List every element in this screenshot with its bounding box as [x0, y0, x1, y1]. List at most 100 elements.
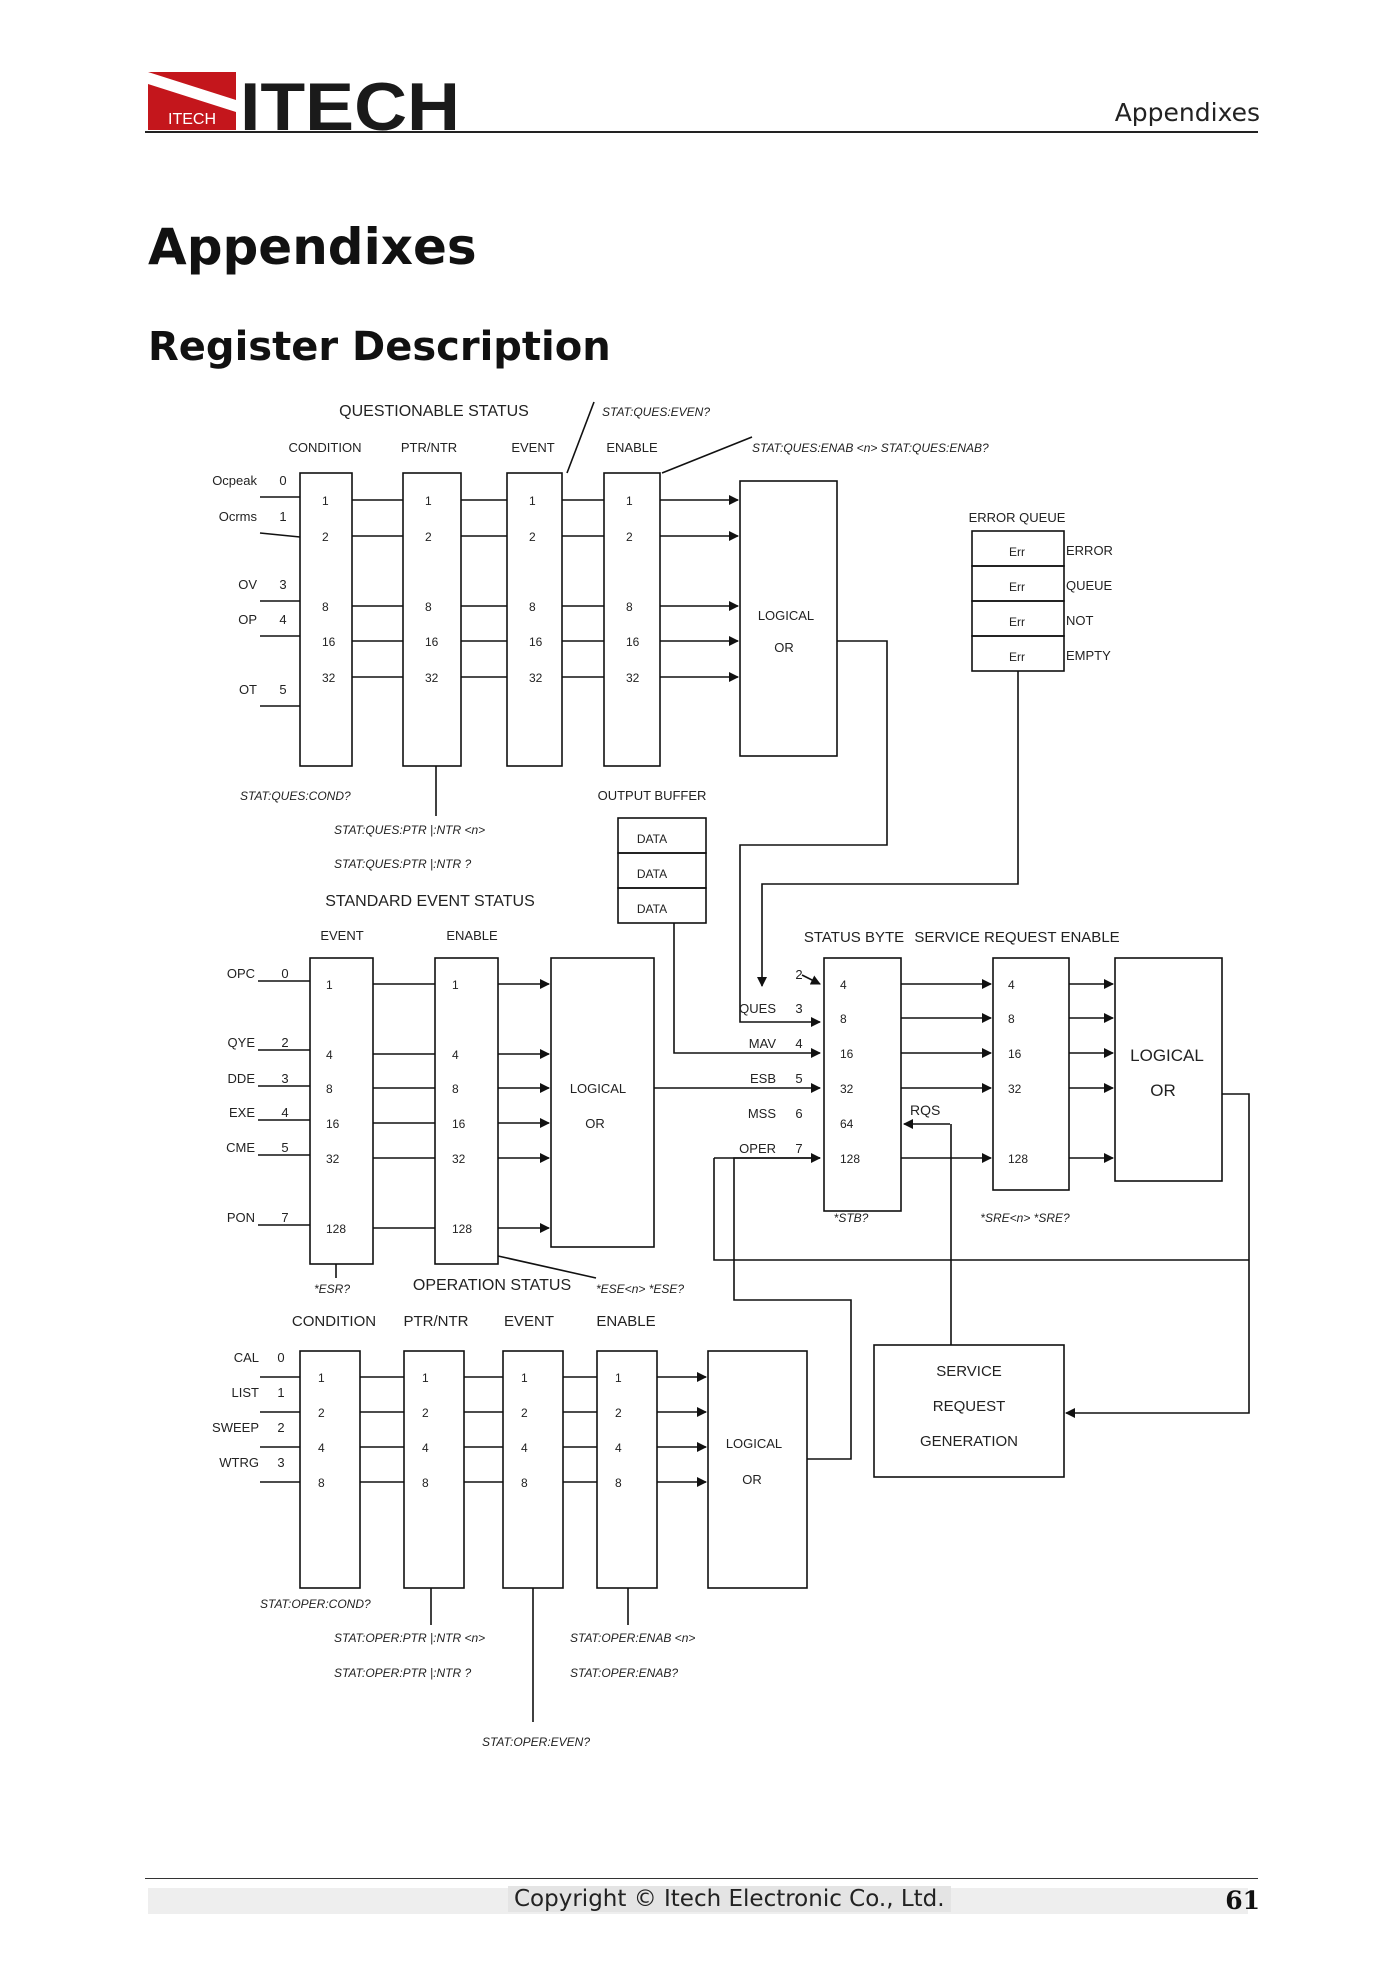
status-byte-title: STATUS BYTE	[804, 929, 904, 946]
ques-status-title: QUESTIONABLE STATUS	[339, 403, 529, 420]
error-queue-err: Err	[1009, 545, 1025, 559]
ques-bit-num: 0	[279, 473, 286, 488]
oper-bit-value: 8	[615, 1476, 622, 1490]
oper-register-event	[502, 1350, 564, 1589]
oper-col-ptrntr: PTR/NTR	[404, 1313, 469, 1330]
std-bit-num: 3	[281, 1071, 288, 1086]
oper-bit-value: 4	[318, 1441, 325, 1455]
logo-flag-cut	[148, 72, 236, 112]
sb-value: 64	[840, 1117, 854, 1131]
ques-even-leader	[566, 401, 595, 474]
oper-bit-value: 1	[521, 1371, 528, 1385]
std-event-value: 1	[326, 978, 333, 992]
srg-label: GENERATION	[920, 1433, 1018, 1450]
std-bit-num: 2	[281, 1035, 288, 1050]
ques-bit-value: 2	[626, 530, 633, 544]
status-byte-register	[823, 957, 902, 1212]
oper-bit-value: 4	[615, 1441, 622, 1455]
ques-bit-value: 16	[529, 635, 543, 649]
oper-summary-line	[733, 1153, 852, 1460]
ques-register-condition	[299, 472, 353, 767]
sre-value: 128	[1008, 1152, 1028, 1166]
ques-bit-value: 2	[425, 530, 432, 544]
sre-register	[992, 957, 1070, 1191]
footer-rule	[145, 1878, 1258, 1879]
output-buffer-slot	[617, 887, 707, 924]
sre-value: 32	[1008, 1082, 1022, 1096]
ques-register-ptrntr	[402, 472, 462, 767]
ques-bit-num: 1	[279, 509, 286, 524]
ques-bit-value: 16	[626, 635, 640, 649]
oper-bit-num: 0	[277, 1350, 284, 1365]
error-queue-err: Err	[1009, 580, 1025, 594]
std-bit-num: 7	[281, 1210, 288, 1225]
sre-cmds: *SRE<n> *SRE?	[980, 1211, 1070, 1225]
std-bit-num: 5	[281, 1140, 288, 1155]
std-bit-num: 4	[281, 1105, 288, 1120]
ques-bit-value: 32	[425, 671, 439, 685]
std-logical-label: LOGICAL	[570, 1081, 626, 1096]
ques-bit-value: 1	[322, 494, 329, 508]
ques-bit-value: 2	[322, 530, 329, 544]
sre-or-to-srg-line	[1065, 1093, 1250, 1418]
oper-logical-label: LOGICAL	[726, 1436, 782, 1451]
std-bit-name: DDE	[228, 1071, 256, 1086]
srg-label: SERVICE	[936, 1363, 1002, 1380]
srg-box	[873, 1344, 1065, 1478]
std-logical-or-box	[550, 957, 655, 1248]
oper-bit-name: CAL	[234, 1350, 259, 1365]
logo-wordmark: ITECH	[240, 72, 460, 134]
oper-col-event: EVENT	[504, 1313, 554, 1330]
oper-even-cmd: STAT:OPER:EVEN?	[482, 1735, 590, 1749]
std-enable-value: 1	[452, 978, 459, 992]
oper-bit-name: SWEEP	[212, 1420, 259, 1435]
sb-bit-num: 5	[795, 1071, 802, 1086]
sb-bit-name: ESB	[750, 1071, 776, 1086]
sre-title: SERVICE REQUEST ENABLE	[914, 929, 1119, 946]
ques-bit-value: 8	[322, 600, 329, 614]
ques-col-event: EVENT	[511, 440, 554, 455]
sb-bit-num: 6	[795, 1106, 802, 1121]
output-buffer-title: OUTPUT BUFFER	[598, 788, 707, 803]
std-bit-name: EXE	[229, 1105, 255, 1120]
ques-or-label: OR	[774, 640, 794, 655]
std-bit-num: 0	[281, 966, 288, 981]
ques-ptr-query-cmd: STAT:QUES:PTR |:NTR ?	[334, 857, 471, 871]
ques-register-enable	[603, 472, 661, 767]
error-queue-side-label: EMPTY	[1066, 648, 1111, 663]
sb-value: 8	[840, 1012, 847, 1026]
mss-feedback-line	[713, 1158, 1249, 1261]
error-queue-side-label: QUEUE	[1066, 578, 1113, 593]
std-event-value: 16	[326, 1117, 340, 1131]
oper-bit-value: 4	[422, 1441, 429, 1455]
ques-cond-cmd: STAT:QUES:COND?	[240, 789, 351, 803]
std-event-value: 32	[326, 1152, 340, 1166]
error-queue-err: Err	[1009, 615, 1025, 629]
std-event-title: STANDARD EVENT STATUS	[325, 893, 535, 910]
oper-ptr-query-cmd: STAT:OPER:PTR |:NTR ?	[334, 1666, 471, 1680]
ques-bit-value: 32	[529, 671, 543, 685]
ques-col-condition: CONDITION	[289, 440, 362, 455]
mav-line	[673, 923, 821, 1058]
sre-or-label: OR	[1150, 1081, 1176, 1100]
ques-bit-name: Ocpeak	[212, 473, 257, 488]
ques-bit-value: 1	[626, 494, 633, 508]
oper-bit-name: WTRG	[219, 1455, 259, 1470]
oper-or-label: OR	[742, 1472, 762, 1487]
oper-bit-num: 3	[277, 1455, 284, 1470]
std-enable-register	[434, 957, 499, 1265]
header-rule	[145, 131, 1258, 133]
rqs-label: RQS	[910, 1102, 940, 1118]
sb-bit2-line	[801, 974, 821, 985]
std-bit-name: OPC	[227, 966, 255, 981]
std-enable-value: 128	[452, 1222, 472, 1236]
std-event-value: 8	[326, 1082, 333, 1096]
error-queue-err: Err	[1009, 650, 1025, 664]
oper-bit-value: 2	[521, 1406, 528, 1420]
ques-even-cmd: STAT:QUES:EVEN?	[602, 405, 710, 419]
oper-bit-value: 1	[318, 1371, 325, 1385]
sb-value: 128	[840, 1152, 860, 1166]
std-enable-value: 32	[452, 1152, 466, 1166]
output-buffer-data: DATA	[637, 832, 667, 846]
oper-bit-value: 1	[615, 1371, 622, 1385]
